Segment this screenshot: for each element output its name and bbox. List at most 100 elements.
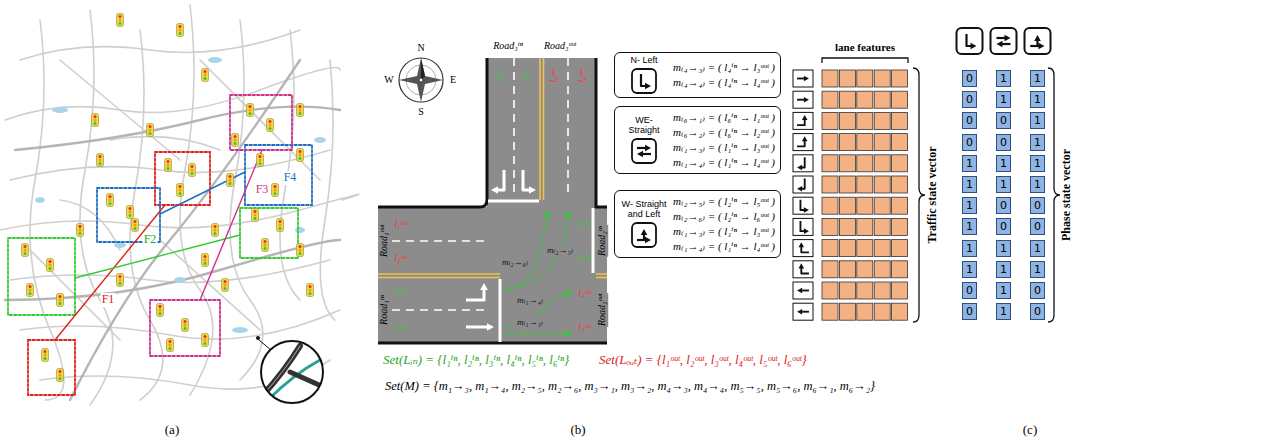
traffic-light [22,244,29,257]
shape-circle [224,284,227,287]
shape-rect [127,206,134,219]
lane-feature-cell [839,155,855,172]
movement-formula: m₍₁→₄₎ = ( l₁ⁱⁿ → l₄ᵒᵘᵗ ) [673,155,775,170]
arrow-shaft [797,78,805,80]
bit-value: 1 [1034,178,1041,191]
bit-value: 0 [1034,199,1041,212]
shape-circle [24,245,27,248]
pair-line [200,150,262,300]
arrow-head [797,186,802,192]
lane-feature-cell [839,112,855,129]
phase-box: WE- Straightm₍₆→₁₎ = ( l₆ⁱⁿ → l₁ᵒᵘᵗ )m₍₆… [614,106,781,174]
shape-circle [204,342,207,345]
traffic-light [297,104,304,117]
bit-value: 0 [966,284,973,297]
phase-bit: 0 [962,134,977,151]
lane-feature-cell [892,197,908,214]
lane-icon-box [793,282,813,299]
arrow-head [645,83,651,90]
shape-circle [299,245,302,248]
bit-value: 1 [1034,93,1041,106]
arrow-head [798,242,804,247]
bit-value: 1 [1034,263,1041,276]
arrow-head [997,41,1003,48]
shape-circle [167,160,170,163]
shape-circle [229,175,232,178]
lane-feature-cell [822,112,838,129]
shape-rect [157,304,164,317]
lane-icon-box [793,197,813,214]
shape-circle [94,119,97,122]
shape-circle [79,225,82,228]
intersection [596,277,607,279]
bit-value: 0 [1000,220,1007,233]
shape-rect [92,114,99,127]
shape-circle [119,22,122,25]
direction-icon [797,115,807,125]
lane-feature-cell [839,218,855,235]
lane-feature-cell [892,240,908,257]
traffic-light [167,339,174,352]
lane-feature-cell [874,303,890,320]
shape-rect [189,164,196,177]
bit-value: 1 [966,263,973,276]
lane-feature-cell [874,134,890,151]
bit-value: 1 [1034,114,1041,127]
phase-bit: 1 [962,197,977,214]
compass [399,58,443,102]
bit-value: 1 [966,157,973,170]
shape-circle [119,279,122,282]
arrow-head [529,186,536,194]
phase-bit: 0 [1030,282,1045,299]
intersection [378,240,487,242]
lane-label: l₅ⁱⁿ [579,219,592,230]
shape-circle [204,77,207,80]
lane-feature-cell [839,70,855,87]
map-water [114,242,126,248]
shape-circle [149,125,152,128]
shape-rect [247,104,254,117]
direction-icon [997,35,1011,48]
shape-circle [179,32,182,35]
phase-bit: 1 [1030,134,1045,151]
lane-feature-cell [874,91,890,108]
intersection [378,277,500,279]
bit-value: 1 [1000,72,1007,85]
shape-circle [99,155,102,158]
lane-feature-cell [822,303,838,320]
phase-bit: 1 [1030,70,1045,87]
phase-bit: 0 [996,197,1011,214]
shape-circle [59,295,62,298]
city-map [0,5,359,405]
lane-feature-cell [839,176,855,193]
bit-value: 1 [1034,136,1041,149]
phase-bit: 1 [1030,261,1045,278]
arrow-head [637,151,643,158]
shape-circle [159,309,162,312]
shape-circle [249,109,252,112]
shape-rect [165,159,172,172]
map-water [174,277,186,283]
phase-icon-box [957,28,983,54]
shape-circle [269,124,272,127]
arrow-head [971,43,977,50]
state-vectors [1048,68,1060,322]
traffic-light [257,154,264,167]
traffic-light [132,219,139,232]
direction-icon [641,74,651,89]
traffic-light [92,114,99,127]
traffic-light [42,349,49,362]
intersection [539,58,541,200]
map-road [320,60,335,320]
arrow-head [645,145,651,152]
bit-value: 1 [1034,72,1041,85]
shape-circle [234,142,237,145]
lane-label: l₂ᵒᵘᵗ [393,253,408,264]
arrow-head [641,229,648,235]
state-vectors [913,68,925,322]
shape-rect [202,69,209,82]
bit-value: 1 [1000,263,1007,276]
traffic-light [157,304,164,317]
direction-icon [797,97,809,103]
